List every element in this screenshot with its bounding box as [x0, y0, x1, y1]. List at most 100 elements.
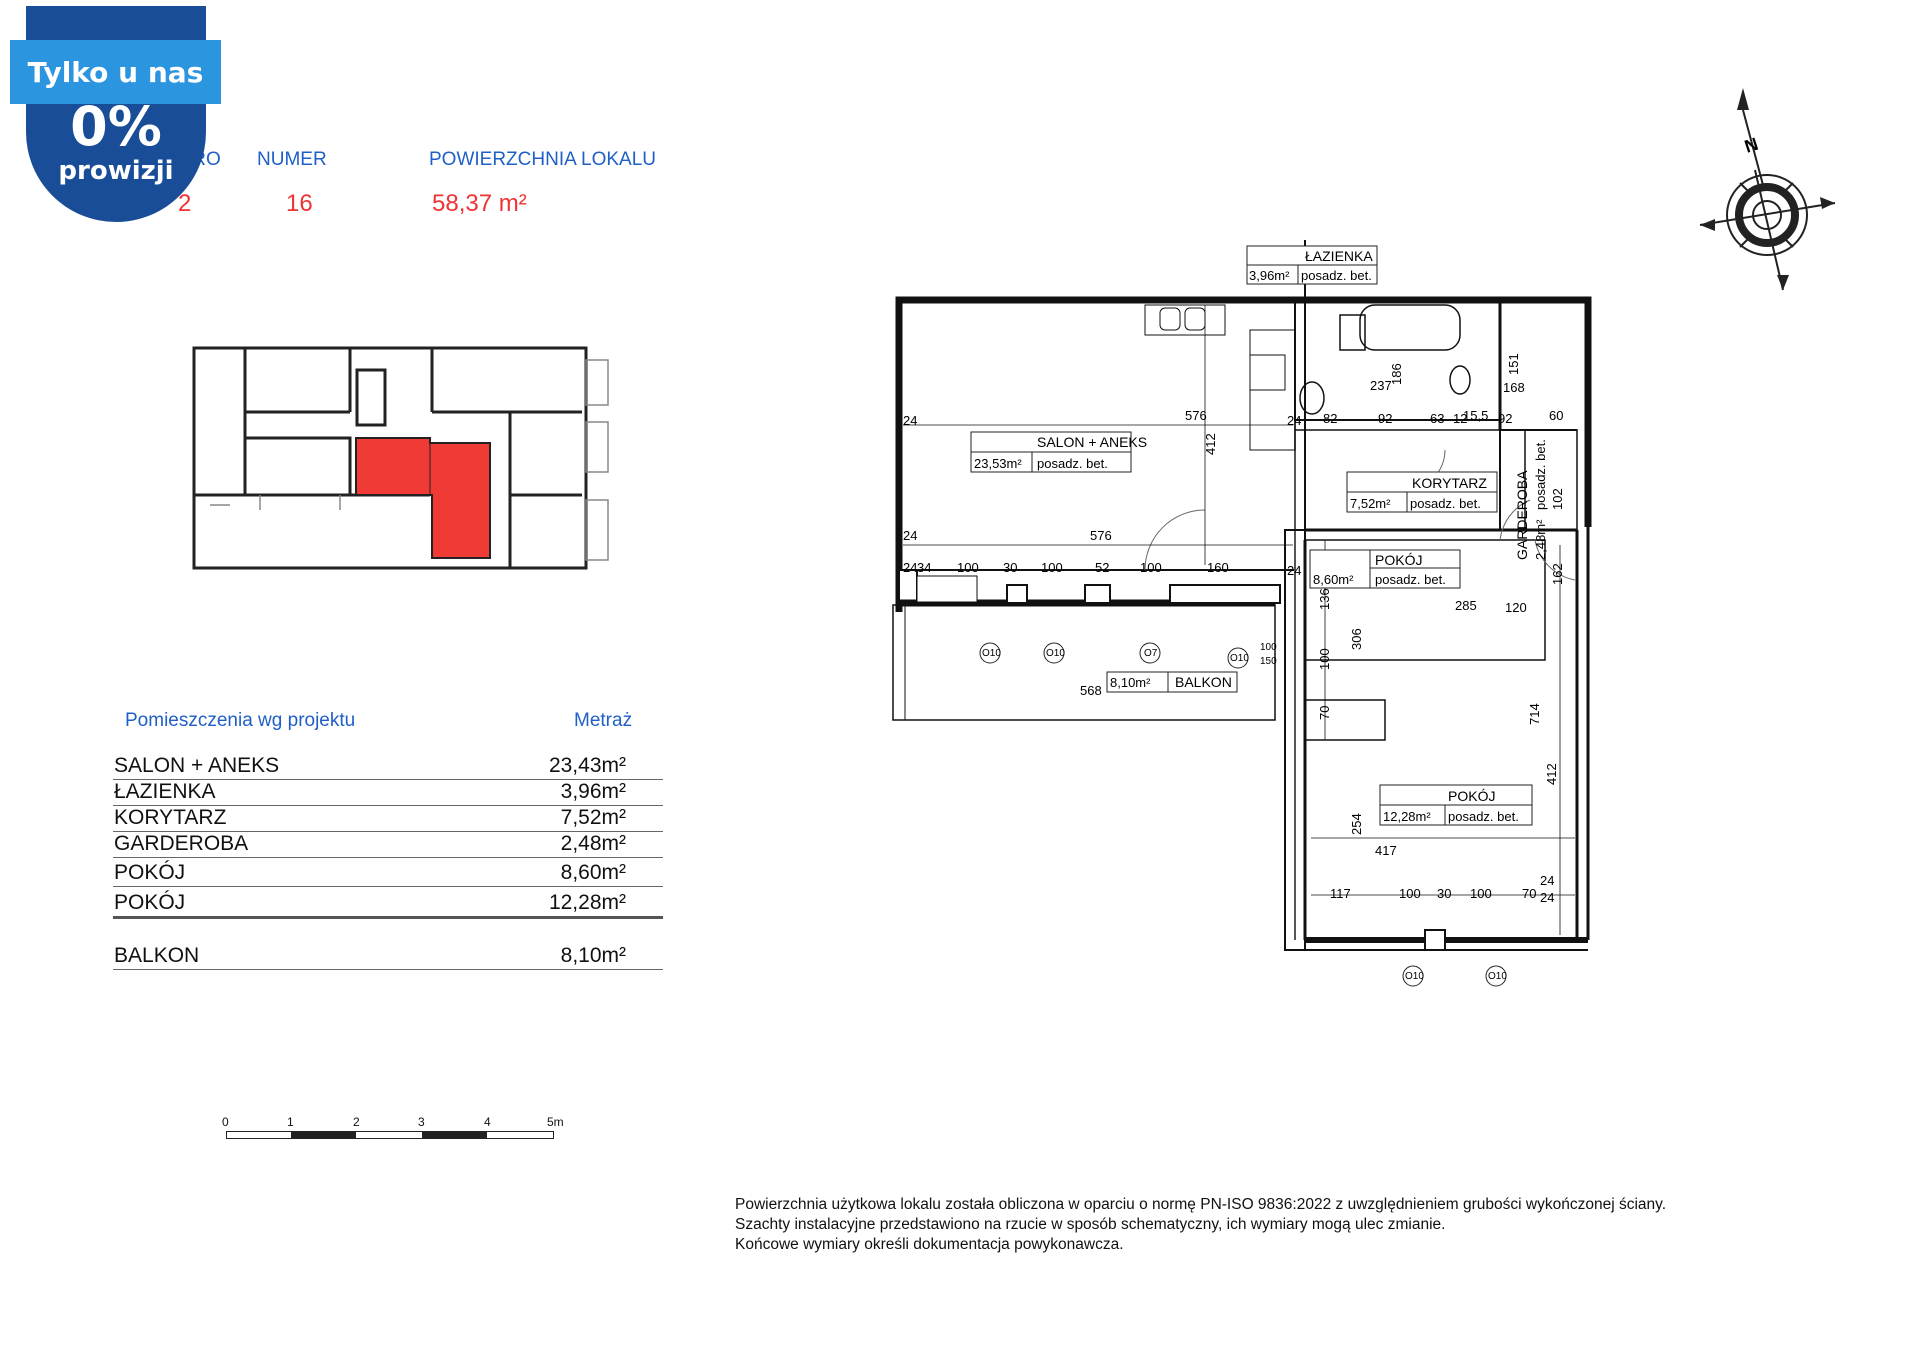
footnote: Szachty instalacyjne przedstawiono na rz…	[735, 1216, 1446, 1233]
room-label-name: GARDEROBA	[1514, 470, 1530, 560]
room-label-area: 23,53m²	[974, 456, 1022, 471]
dimension-label: 237	[1370, 378, 1392, 393]
dimension-label: 306	[1349, 628, 1364, 650]
promo-percent: 0%	[70, 95, 162, 158]
dimension-label: 714	[1527, 703, 1542, 725]
highlighted-apartment	[355, 437, 491, 559]
compass-icon: N	[1699, 88, 1836, 291]
window-tag: O7	[1144, 648, 1158, 659]
dimension-label: 100	[1317, 648, 1332, 670]
dimension-label: 15,5	[1463, 408, 1488, 423]
room-label-floor: posadz. bet.	[1375, 572, 1446, 587]
dimension-label: 92	[1378, 411, 1392, 426]
window-tag: O10	[1230, 653, 1249, 664]
dimension-label: 24	[903, 528, 917, 543]
dimension-label: 186	[1389, 363, 1404, 385]
dimension-label: 30	[1003, 560, 1017, 575]
svg-text:N: N	[1742, 134, 1761, 157]
footnote: Powierzchnia użytkowa lokalu została obl…	[735, 1196, 1667, 1213]
dimension-label: 100	[1470, 886, 1492, 901]
dimension-label: 82	[1323, 411, 1337, 426]
dimension-label: 63	[1430, 411, 1444, 426]
dimension-label: 151	[1506, 353, 1521, 375]
dimension-label: 412	[1544, 763, 1559, 785]
dimension-label: 100	[1399, 886, 1421, 901]
dimension-label: 100	[1140, 560, 1162, 575]
dimension-label: 24	[1287, 413, 1301, 428]
dimension-label: 162	[1550, 563, 1565, 585]
floor-value: 2	[178, 190, 192, 217]
dimension-label: 60	[1549, 408, 1563, 423]
room-label-floor: posadz. bet.	[1448, 809, 1519, 824]
dimension-label: 568	[1080, 683, 1102, 698]
dimension-label: 120	[1505, 600, 1527, 615]
room-label-name: KORYTARZ	[1412, 475, 1487, 491]
dimension-label: 254	[1349, 813, 1364, 835]
dimension-label: 136	[1317, 588, 1332, 610]
room-label-name: SALON + ANEKS	[1037, 434, 1147, 450]
promo-subtext: prowizji	[58, 156, 174, 186]
promo-banner: Tylko u nas	[10, 40, 221, 104]
room-label-area: 8,60m²	[1313, 572, 1354, 587]
dimension-label: 24	[903, 413, 917, 428]
room-label-name: POKÓJ	[1375, 552, 1422, 568]
number-value: 16	[286, 190, 313, 217]
window-tag: O10	[982, 648, 1001, 659]
dimension-label: 92	[1498, 411, 1512, 426]
room-label-floor: posadz. bet.	[1037, 456, 1108, 471]
room-label-area: 2,48m²	[1533, 519, 1548, 560]
dimension-label: 576	[1185, 408, 1207, 423]
floor-plan: O10 O10 O7 O10 O10 O10 100 150 ŁAZIENKA …	[892, 240, 1592, 987]
key-plan	[192, 346, 609, 570]
dimension-label: 70	[1522, 886, 1536, 901]
room-label-floor: posadz. bet.	[1301, 268, 1372, 283]
rooms-table-title: Pomieszczenia wg projektu	[125, 710, 356, 731]
room-label-floor: posadz. bet.	[1533, 439, 1548, 510]
dimension-label: 285	[1455, 598, 1477, 613]
dimension-label: 117	[1330, 886, 1351, 901]
rooms-table-area-header: Metraż	[574, 710, 633, 731]
dimension-label: 100	[957, 560, 979, 575]
dimension-label: 24	[1540, 873, 1554, 888]
number-label: NUMER	[257, 149, 327, 170]
room-label-name: BALKON	[1175, 674, 1232, 690]
room-label-floor: posadz. bet.	[1410, 496, 1481, 511]
room-label-name: ŁAZIENKA	[1305, 248, 1373, 264]
dimension-label: 102	[1550, 488, 1565, 510]
dimension-label: 168	[1503, 380, 1525, 395]
room-label-area: 12,28m²	[1383, 809, 1431, 824]
dimension-label: 52	[1095, 560, 1109, 575]
area-label: POWIERZCHNIA LOKALU	[429, 149, 656, 170]
dimension-label: 34	[917, 560, 931, 575]
dimension-label: 160	[1207, 560, 1229, 575]
dimension-label: 100	[1041, 560, 1063, 575]
dimension-label: 412	[1203, 433, 1218, 455]
dimension-label: 30	[1437, 886, 1451, 901]
dimension-label: 24	[903, 560, 917, 575]
dimension-label: 576	[1090, 528, 1112, 543]
window-tag: O10	[1405, 971, 1424, 982]
window-tag: O10	[1488, 971, 1507, 982]
scale-bar: 0 1 2 3 4 5m	[222, 1115, 564, 1145]
window-size: 150	[1260, 656, 1277, 667]
dimension-label: 417	[1375, 843, 1397, 858]
room-label-name: POKÓJ	[1448, 788, 1495, 804]
window-size: 100	[1260, 642, 1277, 653]
window-tag: O10	[1046, 648, 1065, 659]
room-label-area: 7,52m²	[1350, 496, 1391, 511]
dimension-label: 24	[1287, 563, 1301, 578]
dimension-label: 70	[1317, 706, 1332, 720]
dimension-label: 12	[1453, 411, 1467, 426]
dimension-label: 24	[1540, 890, 1554, 905]
area-value: 58,37 m²	[432, 190, 527, 217]
footnote: Końcowe wymiary określi dokumentacja pow…	[735, 1236, 1124, 1253]
room-label-area: 3,96m²	[1249, 268, 1290, 283]
room-label-area: 8,10m²	[1110, 675, 1151, 690]
